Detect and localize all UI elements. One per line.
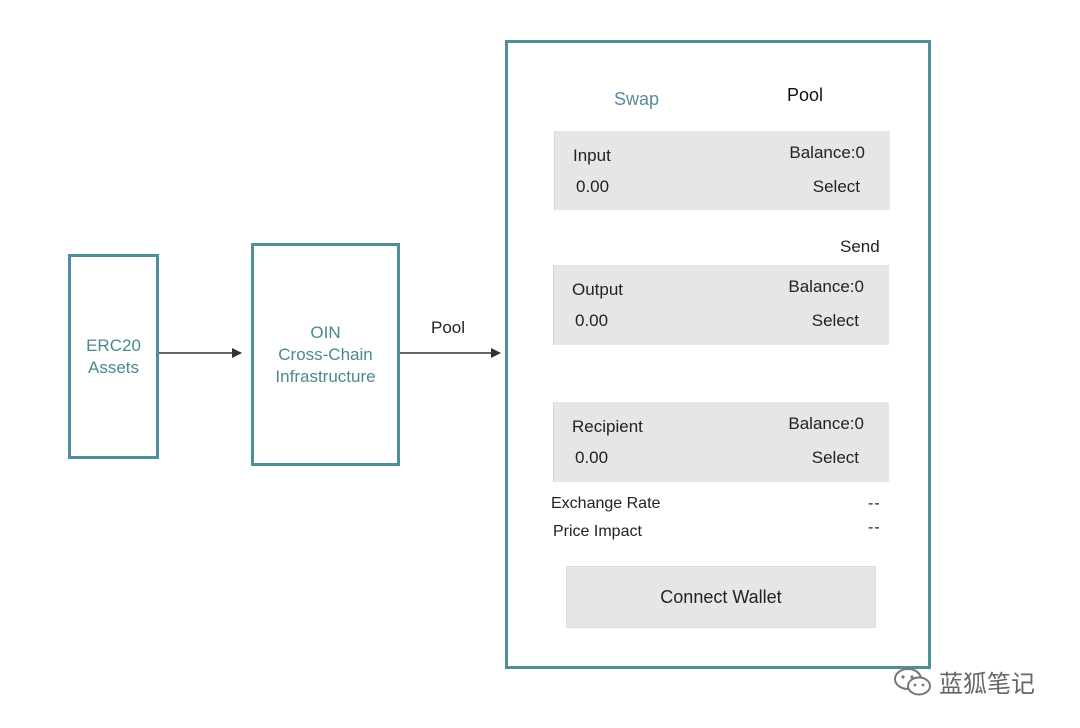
recipient-label: Recipient: [572, 417, 643, 436]
exchange-rate-value: --: [868, 495, 881, 512]
price-impact-label: Price Impact: [553, 523, 642, 540]
exchange-rate-label: Exchange Rate: [551, 495, 661, 512]
recipient-balance: Balance:0: [788, 414, 864, 433]
send-link[interactable]: Send: [840, 237, 880, 256]
erc20-line2: Assets: [87, 357, 140, 377]
input-select-token[interactable]: Select: [812, 177, 860, 196]
watermark-text: 蓝狐笔记: [939, 670, 1035, 698]
oin-line1: OIN: [310, 322, 341, 342]
output-label: Output: [572, 280, 624, 299]
input-amount[interactable]: 0.00: [576, 177, 610, 196]
input-label: Input: [573, 146, 611, 165]
output-select-token[interactable]: Select: [811, 311, 859, 330]
wechat-icon: [894, 667, 931, 695]
output-field[interactable]: Output Balance:0 0.00 Select: [553, 265, 889, 345]
output-balance: Balance:0: [788, 277, 864, 296]
erc20-line1: ERC20: [86, 335, 141, 355]
price-impact-value: --: [868, 519, 881, 536]
swap-panel: [505, 40, 931, 669]
erc20-assets-node: ERC20 Assets: [68, 254, 159, 459]
input-balance: Balance:0: [789, 143, 865, 162]
recipient-select-token[interactable]: Select: [811, 448, 859, 467]
watermark: 蓝狐笔记: [893, 664, 1035, 699]
recipient-field[interactable]: Recipient Balance:0 0.00 Select: [553, 402, 889, 482]
oin-infrastructure-node: OIN Cross-Chain Infrastructure: [251, 243, 400, 466]
edge-label-pool: Pool: [431, 318, 466, 337]
connect-wallet-button[interactable]: Connect Wallet: [566, 566, 876, 628]
tab-pool[interactable]: Pool: [787, 85, 824, 105]
recipient-amount[interactable]: 0.00: [575, 448, 609, 467]
tab-swap[interactable]: Swap: [614, 89, 660, 109]
oin-line2: Cross-Chain: [278, 344, 373, 364]
output-amount[interactable]: 0.00: [575, 311, 609, 330]
oin-line3: Infrastructure: [275, 366, 376, 386]
input-field[interactable]: Input Balance:0 0.00 Select: [554, 131, 890, 210]
